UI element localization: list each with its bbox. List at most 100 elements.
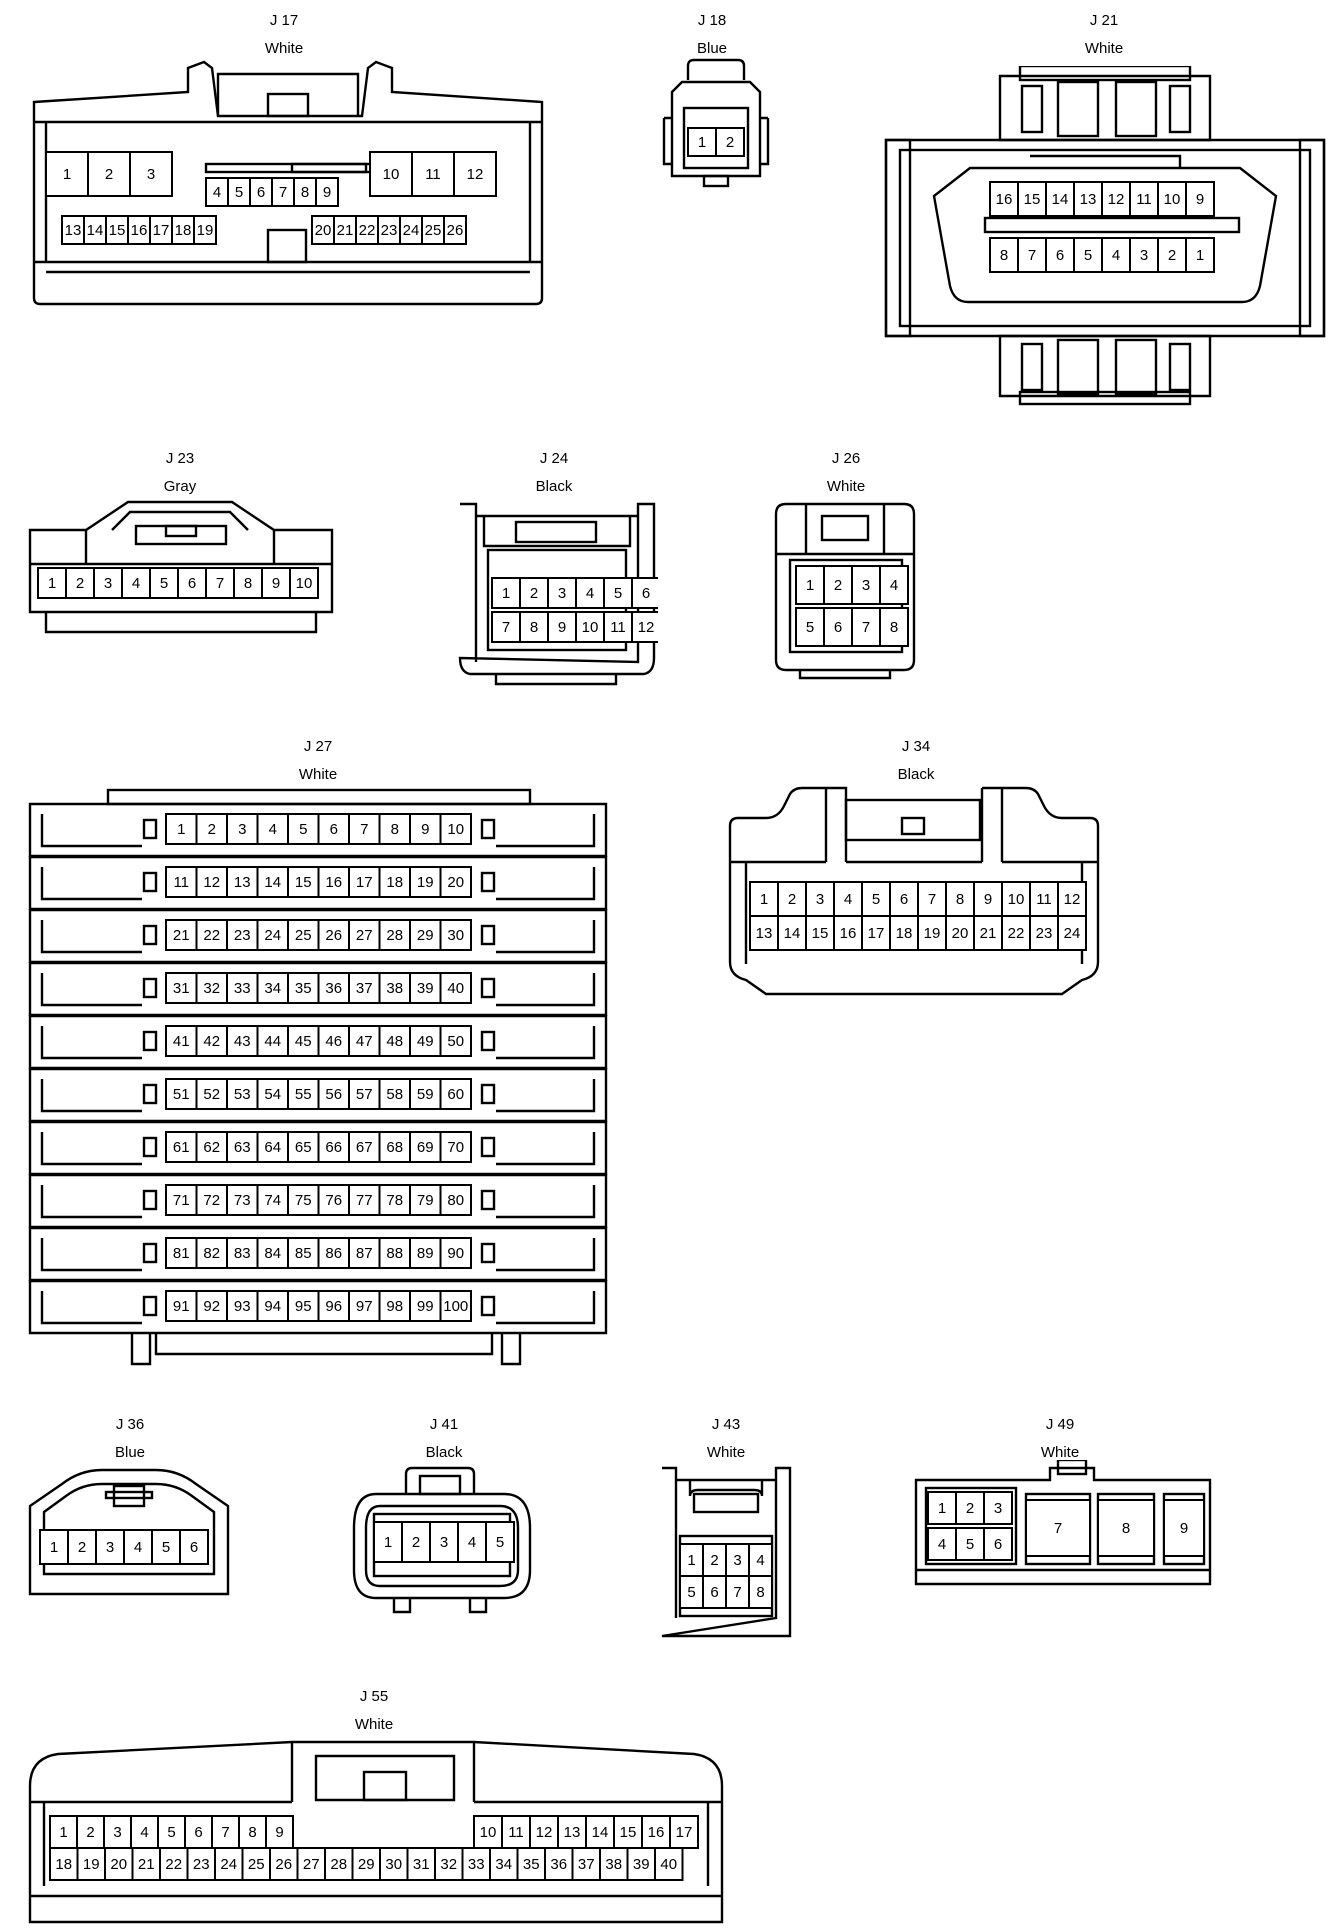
j55-pin-3: 3: [113, 1824, 121, 1841]
j27-pin-35: 35: [295, 980, 312, 997]
j27-pin-47-cell: [348, 1025, 381, 1057]
j36-pin-4: 4: [134, 1539, 142, 1556]
j34-pin-10-cell: [1001, 881, 1031, 917]
j27-pin-83-cell: [226, 1237, 259, 1269]
j34-pin-13: 13: [756, 925, 773, 942]
j36-pin-2-cell: [67, 1529, 97, 1565]
j49-pin-6-cell: [983, 1527, 1013, 1561]
j27-pin-32-cell: [195, 972, 228, 1004]
j27-latch-right: [480, 924, 496, 946]
j34-pin-18-cell: [889, 915, 919, 951]
j27-pin-42-cell: [195, 1025, 228, 1057]
j27-pin-97: 97: [356, 1298, 373, 1315]
j55-pin-13: 13: [564, 1824, 581, 1841]
j27-pin-48: 48: [386, 1033, 403, 1050]
j34-pin-20: 20: [952, 925, 969, 942]
j36-pin-3-cell: [95, 1529, 125, 1565]
j27-latch-right: [480, 818, 496, 840]
j27-latch-left: [142, 871, 158, 893]
j27-pin-16: 16: [325, 874, 342, 891]
j23-pin-4: 4: [132, 575, 140, 592]
connector-id-j34: J 34: [901, 738, 931, 755]
j55-pin-18: 18: [55, 1856, 72, 1873]
connector-id-j43: J 43: [711, 1416, 741, 1433]
j27-pin-40: 40: [447, 980, 464, 997]
j23-pin-9: 9: [272, 575, 280, 592]
j21-pin-11-cell: [1129, 181, 1159, 217]
j49-pin-8: 8: [1122, 1520, 1130, 1537]
connector-color-j18: Blue: [696, 40, 728, 57]
j27-pin-3-cell: [226, 813, 259, 845]
j27-pin-69: 69: [417, 1139, 434, 1156]
j27-pin-37-cell: [348, 972, 381, 1004]
j27-pin-22-cell: [195, 919, 228, 951]
connector-id-j24: J 24: [539, 450, 569, 467]
j21-pin-15: 15: [1024, 191, 1041, 208]
j24-pin-12: 12: [638, 619, 655, 636]
j55-pin-32: 32: [440, 1856, 457, 1873]
j55-pin-7-cell: [211, 1815, 240, 1849]
j27-pin-11: 11: [173, 874, 189, 891]
j34-pin-12-cell: [1057, 881, 1087, 917]
j27-pin-5: 5: [299, 821, 307, 838]
j27-pin-30: 30: [447, 927, 464, 944]
j27-pin-42: 42: [203, 1033, 220, 1050]
j27-pin-34: 34: [264, 980, 281, 997]
j21-pin-3: 3: [1140, 247, 1148, 264]
connector-id-j18: J 18: [697, 12, 727, 29]
j27-pin-98-cell: [378, 1290, 411, 1322]
j55-pin-3-cell: [103, 1815, 132, 1849]
j17-pin-14: 14: [87, 222, 104, 239]
j24-pin-7-cell: [491, 611, 521, 643]
j34-pin-5: 5: [872, 891, 880, 908]
j27-pin-27-cell: [348, 919, 381, 951]
j27-pin-62: 62: [203, 1139, 220, 1156]
j27-pin-1-cell: [165, 813, 198, 845]
j27-pin-77: 77: [356, 1192, 373, 1209]
j27-latch-right: [480, 977, 496, 999]
j34-pin-24-cell: [1057, 915, 1087, 951]
j17-pin-13: 13: [65, 222, 82, 239]
j21-pin-16: 16: [996, 191, 1013, 208]
j43-pin-1: 1: [687, 1552, 695, 1569]
j27-latch-right: [480, 1242, 496, 1264]
j27-pin-80: 80: [447, 1192, 464, 1209]
j23-pin-1-cell: [37, 567, 67, 599]
j17-pin-22: 22: [359, 222, 376, 239]
j34-pin-24: 24: [1064, 925, 1081, 942]
j17-pin-12: 12: [467, 166, 484, 183]
j26-pin-1: 1: [806, 577, 814, 594]
j43-pin-7: 7: [733, 1584, 741, 1601]
j27-pin-73-cell: [226, 1184, 259, 1216]
j27-pin-9-cell: [409, 813, 442, 845]
j21-pin-16-cell: [989, 181, 1019, 217]
j17-pin-8: 8: [301, 184, 309, 201]
j27-pin-20: 20: [447, 874, 464, 891]
connector-id-j17: J 17: [269, 12, 299, 29]
j27-pin-8: 8: [391, 821, 399, 838]
j17-pin-12-cell: [453, 151, 497, 197]
j34-pin-14: 14: [784, 925, 801, 942]
j27-latch-left: [142, 1242, 158, 1264]
j17-pin-9: 9: [323, 184, 331, 201]
j27-pin-4: 4: [269, 821, 277, 838]
j27-pin-91-cell: [165, 1290, 198, 1322]
j27-latch-left: [142, 1030, 158, 1052]
j43-pin-5: 5: [687, 1584, 695, 1601]
j21-pin-4: 4: [1112, 247, 1120, 264]
j27-pin-49: 49: [417, 1033, 434, 1050]
j55-pin-1: 1: [59, 1824, 67, 1841]
j55-pin-27: 27: [303, 1856, 320, 1873]
j55-pin-25: 25: [248, 1856, 265, 1873]
j27-pin-68: 68: [386, 1139, 403, 1156]
j55-pin-20: 20: [110, 1856, 127, 1873]
j34-pin-8: 8: [956, 891, 964, 908]
j27-pin-81: 81: [173, 1245, 190, 1262]
j23-pin-10-cell: [289, 567, 319, 599]
j17-pin-5: 5: [235, 184, 243, 201]
